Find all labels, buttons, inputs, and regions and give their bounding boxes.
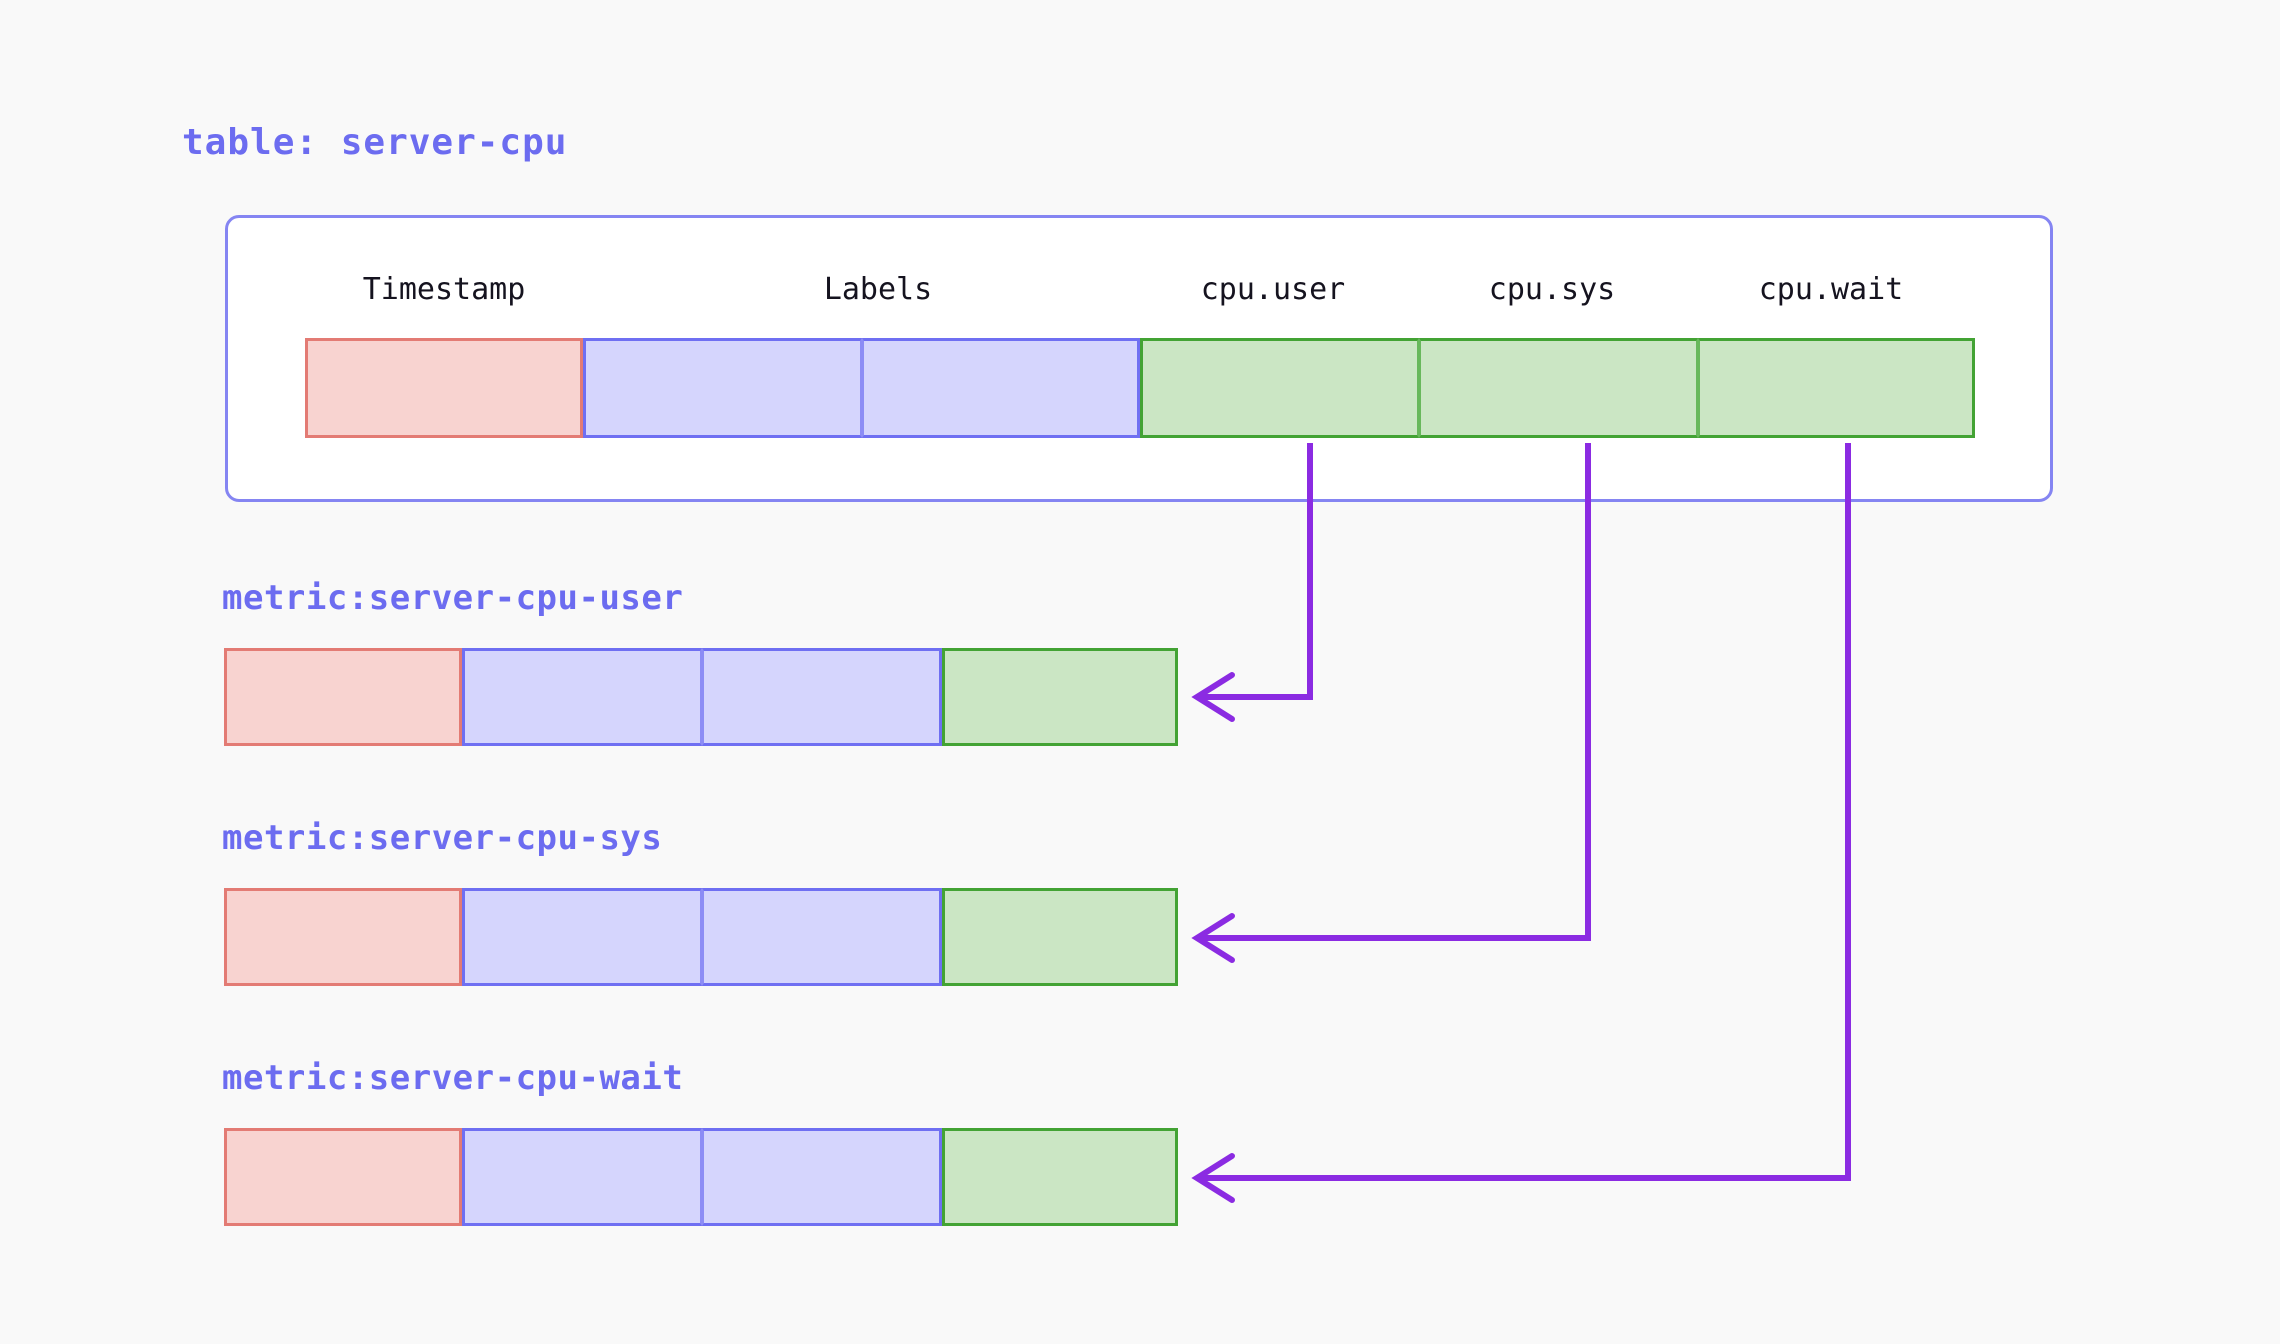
metric-row-server-cpu-user (224, 648, 1178, 746)
metric-cell-label-a (462, 1128, 702, 1226)
metric-cell-label-a (462, 888, 702, 986)
metric-cell-timestamp (224, 1128, 462, 1226)
column-header-cpu-sys: cpu.sys (1488, 272, 1616, 307)
arrow-cpu-sys (1191, 443, 1591, 963)
metric-cell-timestamp (224, 888, 462, 986)
metric-row-server-cpu-wait (224, 1128, 1178, 1226)
metric-title-server-cpu-user: metric:server-cpu-user (222, 578, 684, 618)
table-cell-cpu-wait (1698, 338, 1975, 438)
table-cell-cpu-user (1140, 338, 1419, 438)
arrow-cpu-wait (1191, 443, 1851, 1203)
table-title: table: server-cpu (182, 122, 568, 163)
metric-cell-value (942, 888, 1178, 986)
column-header-cpu-wait: cpu.wait (1758, 272, 1904, 307)
metric-title-server-cpu-wait: metric:server-cpu-wait (222, 1058, 684, 1098)
table-column-headers: Timestamp Labels cpu.user cpu.sys cpu.wa… (305, 272, 1975, 312)
metric-cell-timestamp (224, 648, 462, 746)
metric-title-server-cpu-sys: metric:server-cpu-sys (222, 818, 663, 858)
table-cell-cpu-sys (1419, 338, 1698, 438)
metric-cell-label-a (462, 648, 702, 746)
column-header-timestamp: Timestamp (362, 272, 526, 307)
metric-row-server-cpu-sys (224, 888, 1178, 986)
metric-cell-label-b (702, 648, 942, 746)
table-cell-labels-a (583, 338, 862, 438)
metric-cell-label-b (702, 888, 942, 986)
metric-cell-value (942, 1128, 1178, 1226)
table-cell-labels-b (862, 338, 1140, 438)
column-header-labels: Labels (823, 272, 933, 307)
metric-cell-value (942, 648, 1178, 746)
table-cell-timestamp (305, 338, 583, 438)
metric-cell-label-b (702, 1128, 942, 1226)
table-data-row (305, 338, 1975, 438)
column-header-cpu-user: cpu.user (1200, 272, 1346, 307)
